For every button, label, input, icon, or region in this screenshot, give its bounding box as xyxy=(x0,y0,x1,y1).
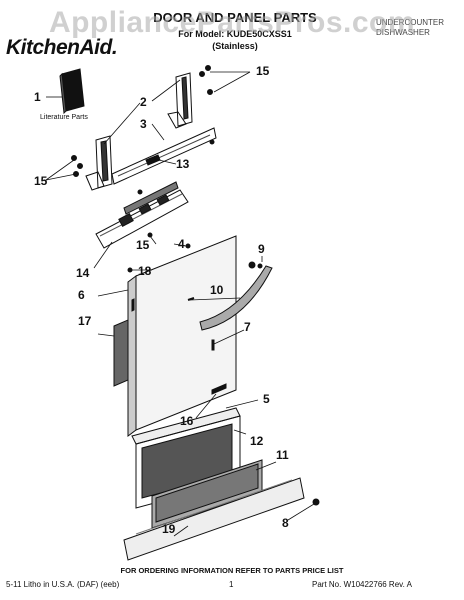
callout-9: 9 xyxy=(258,242,265,256)
callout-2: 2 xyxy=(140,95,147,109)
callout-13: 13 xyxy=(176,157,190,171)
callout-10: 10 xyxy=(210,283,224,297)
callout-18: 18 xyxy=(138,264,152,278)
callout-12: 12 xyxy=(250,434,264,448)
door-handle xyxy=(187,261,273,351)
left-hinge-bracket xyxy=(71,135,113,191)
callout-15-top: 15 xyxy=(256,64,270,78)
model-variant: (Stainless) xyxy=(212,41,258,51)
callout-15-center: 15 xyxy=(136,238,150,252)
watermark: AppliancePartsPros.com xyxy=(48,6,416,39)
callout-3: 3 xyxy=(140,117,147,131)
callout-15-left: 15 xyxy=(34,174,48,188)
literature-parts-book xyxy=(59,68,85,115)
callout-11: 11 xyxy=(276,448,289,462)
callout-19: 19 xyxy=(162,522,176,536)
ordering-note: FOR ORDERING INFORMATION REFER TO PARTS … xyxy=(120,566,344,575)
model-number: For Model: KUDE50CXSS1 xyxy=(178,29,292,39)
callout-1: 1 xyxy=(34,90,41,104)
brand-logo: KitchenAid. xyxy=(6,36,118,59)
callout-6: 6 xyxy=(78,288,85,302)
toe-kick-plate xyxy=(123,477,320,561)
category-line-1: UNDERCOUNTER xyxy=(376,18,444,27)
callout-14: 14 xyxy=(76,266,90,280)
page-title: DOOR AND PANEL PARTS xyxy=(153,10,317,25)
part-number: Part No. W10422766 Rev. A xyxy=(312,580,412,589)
right-hinge-bracket xyxy=(167,65,213,129)
leader-lines xyxy=(45,71,315,537)
literature-parts-label: Literature Parts xyxy=(40,114,88,121)
callout-8: 8 xyxy=(282,516,289,530)
callout-4: 4 xyxy=(178,237,185,251)
callout-16: 16 xyxy=(180,414,194,428)
callout-5: 5 xyxy=(263,392,270,406)
litho-info: 5-11 Litho in U.S.A. (DAF) (eeb) xyxy=(6,580,120,589)
outer-door-panel xyxy=(127,235,237,437)
appliance-category: UNDERCOUNTER DISHWASHER xyxy=(376,18,456,38)
callout-17: 17 xyxy=(78,314,92,328)
callout-7: 7 xyxy=(244,320,251,334)
page-number: 1 xyxy=(229,580,234,589)
control-panel xyxy=(95,181,189,249)
category-line-2: DISHWASHER xyxy=(376,28,430,37)
insulation-panel xyxy=(113,319,129,387)
